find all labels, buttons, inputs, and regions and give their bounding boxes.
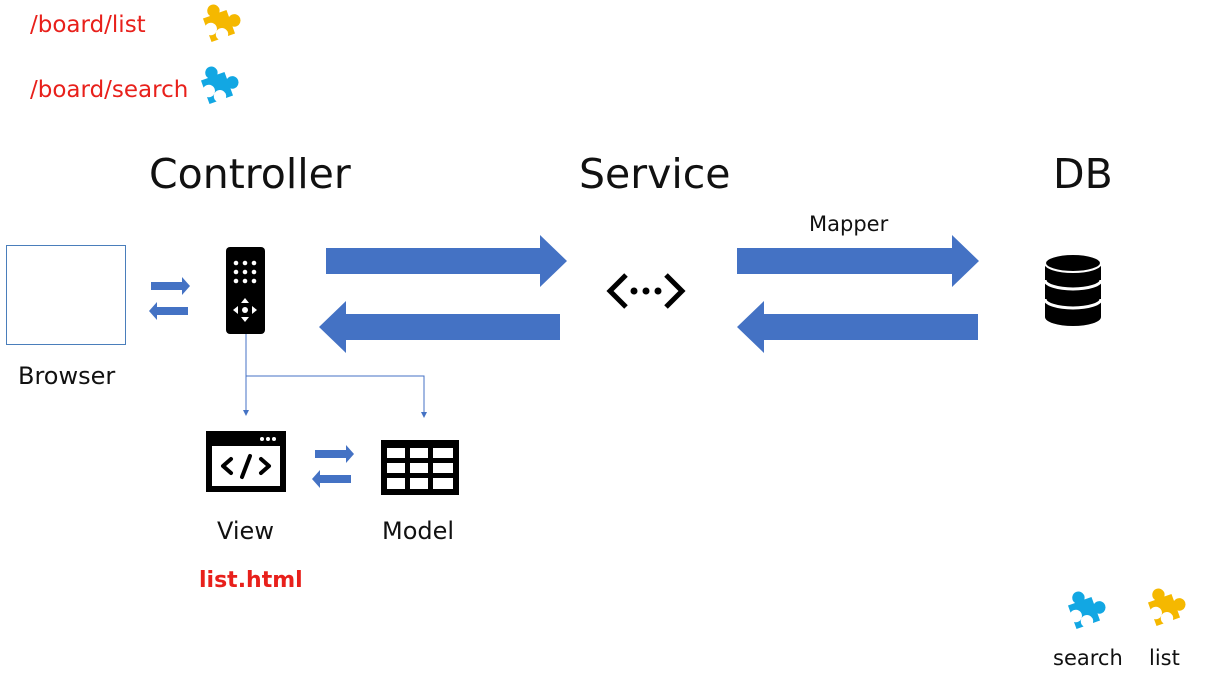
browser-box [6, 245, 126, 345]
network-endpoint-icon [606, 273, 686, 309]
puzzle-icon [199, 0, 245, 43]
legend-search-label: search [1053, 646, 1123, 670]
legend-list-label: list [1149, 646, 1180, 670]
remote-control-icon [226, 247, 265, 334]
controller-title: Controller [149, 150, 351, 198]
arrow-model-to-view [312, 470, 351, 488]
view-file-label: list.html [199, 568, 303, 593]
puzzle-icon [1064, 584, 1110, 630]
arrow-browser-to-controller [151, 277, 190, 295]
arrow-service-to-controller [319, 301, 560, 353]
puzzle-icon [1144, 581, 1190, 627]
puzzle-icon [197, 59, 243, 105]
arrow-view-to-model [315, 445, 354, 463]
arrow-controller-to-service [326, 235, 567, 287]
code-window-icon [206, 431, 286, 492]
controller-connectors [245, 334, 425, 412]
route-list-label: /board/list [30, 12, 146, 38]
model-label: Model [382, 517, 455, 545]
db-title: DB [1053, 150, 1113, 198]
table-grid-icon [381, 440, 459, 495]
mapper-label: Mapper [809, 212, 889, 236]
service-title: Service [579, 150, 731, 198]
browser-label: Browser [18, 362, 116, 390]
database-icon [1043, 253, 1103, 326]
route-search-label: /board/search [30, 77, 189, 103]
view-label: View [217, 517, 274, 545]
arrow-service-to-db [737, 235, 979, 287]
arrow-db-to-service [737, 301, 978, 353]
arrow-controller-to-browser [149, 302, 188, 320]
